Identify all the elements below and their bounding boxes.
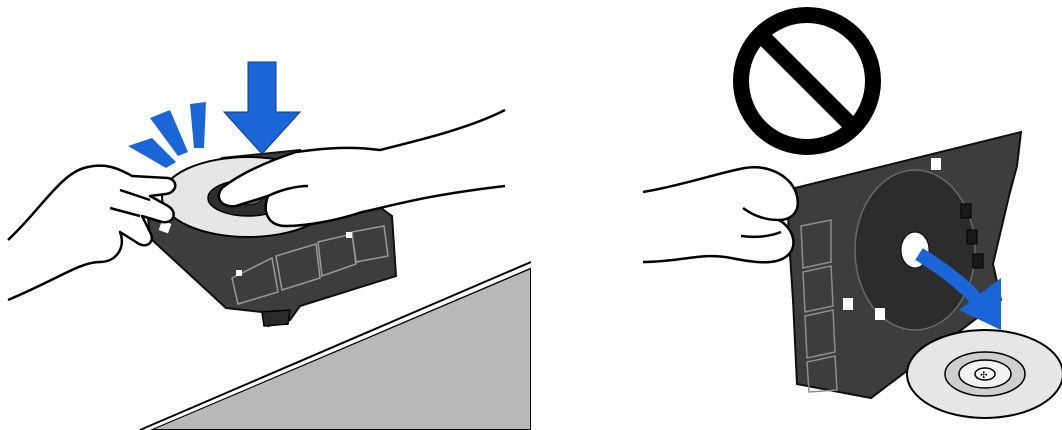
hand xyxy=(643,167,798,262)
correct-placement-illustration: ✣ xyxy=(0,0,531,430)
incorrect-removal-illustration: ✣ xyxy=(531,0,1062,430)
left-hand xyxy=(8,166,175,300)
svg-text:✣: ✣ xyxy=(980,371,988,381)
down-arrow-icon xyxy=(224,62,300,154)
tab-emphasis-marks xyxy=(128,102,206,168)
prohibited-icon xyxy=(741,15,873,147)
removed-disc: ✣ xyxy=(907,330,1062,418)
panel-correct-placement: ✣ xyxy=(0,0,531,430)
panel-incorrect-removal: ✣ xyxy=(531,0,1062,430)
